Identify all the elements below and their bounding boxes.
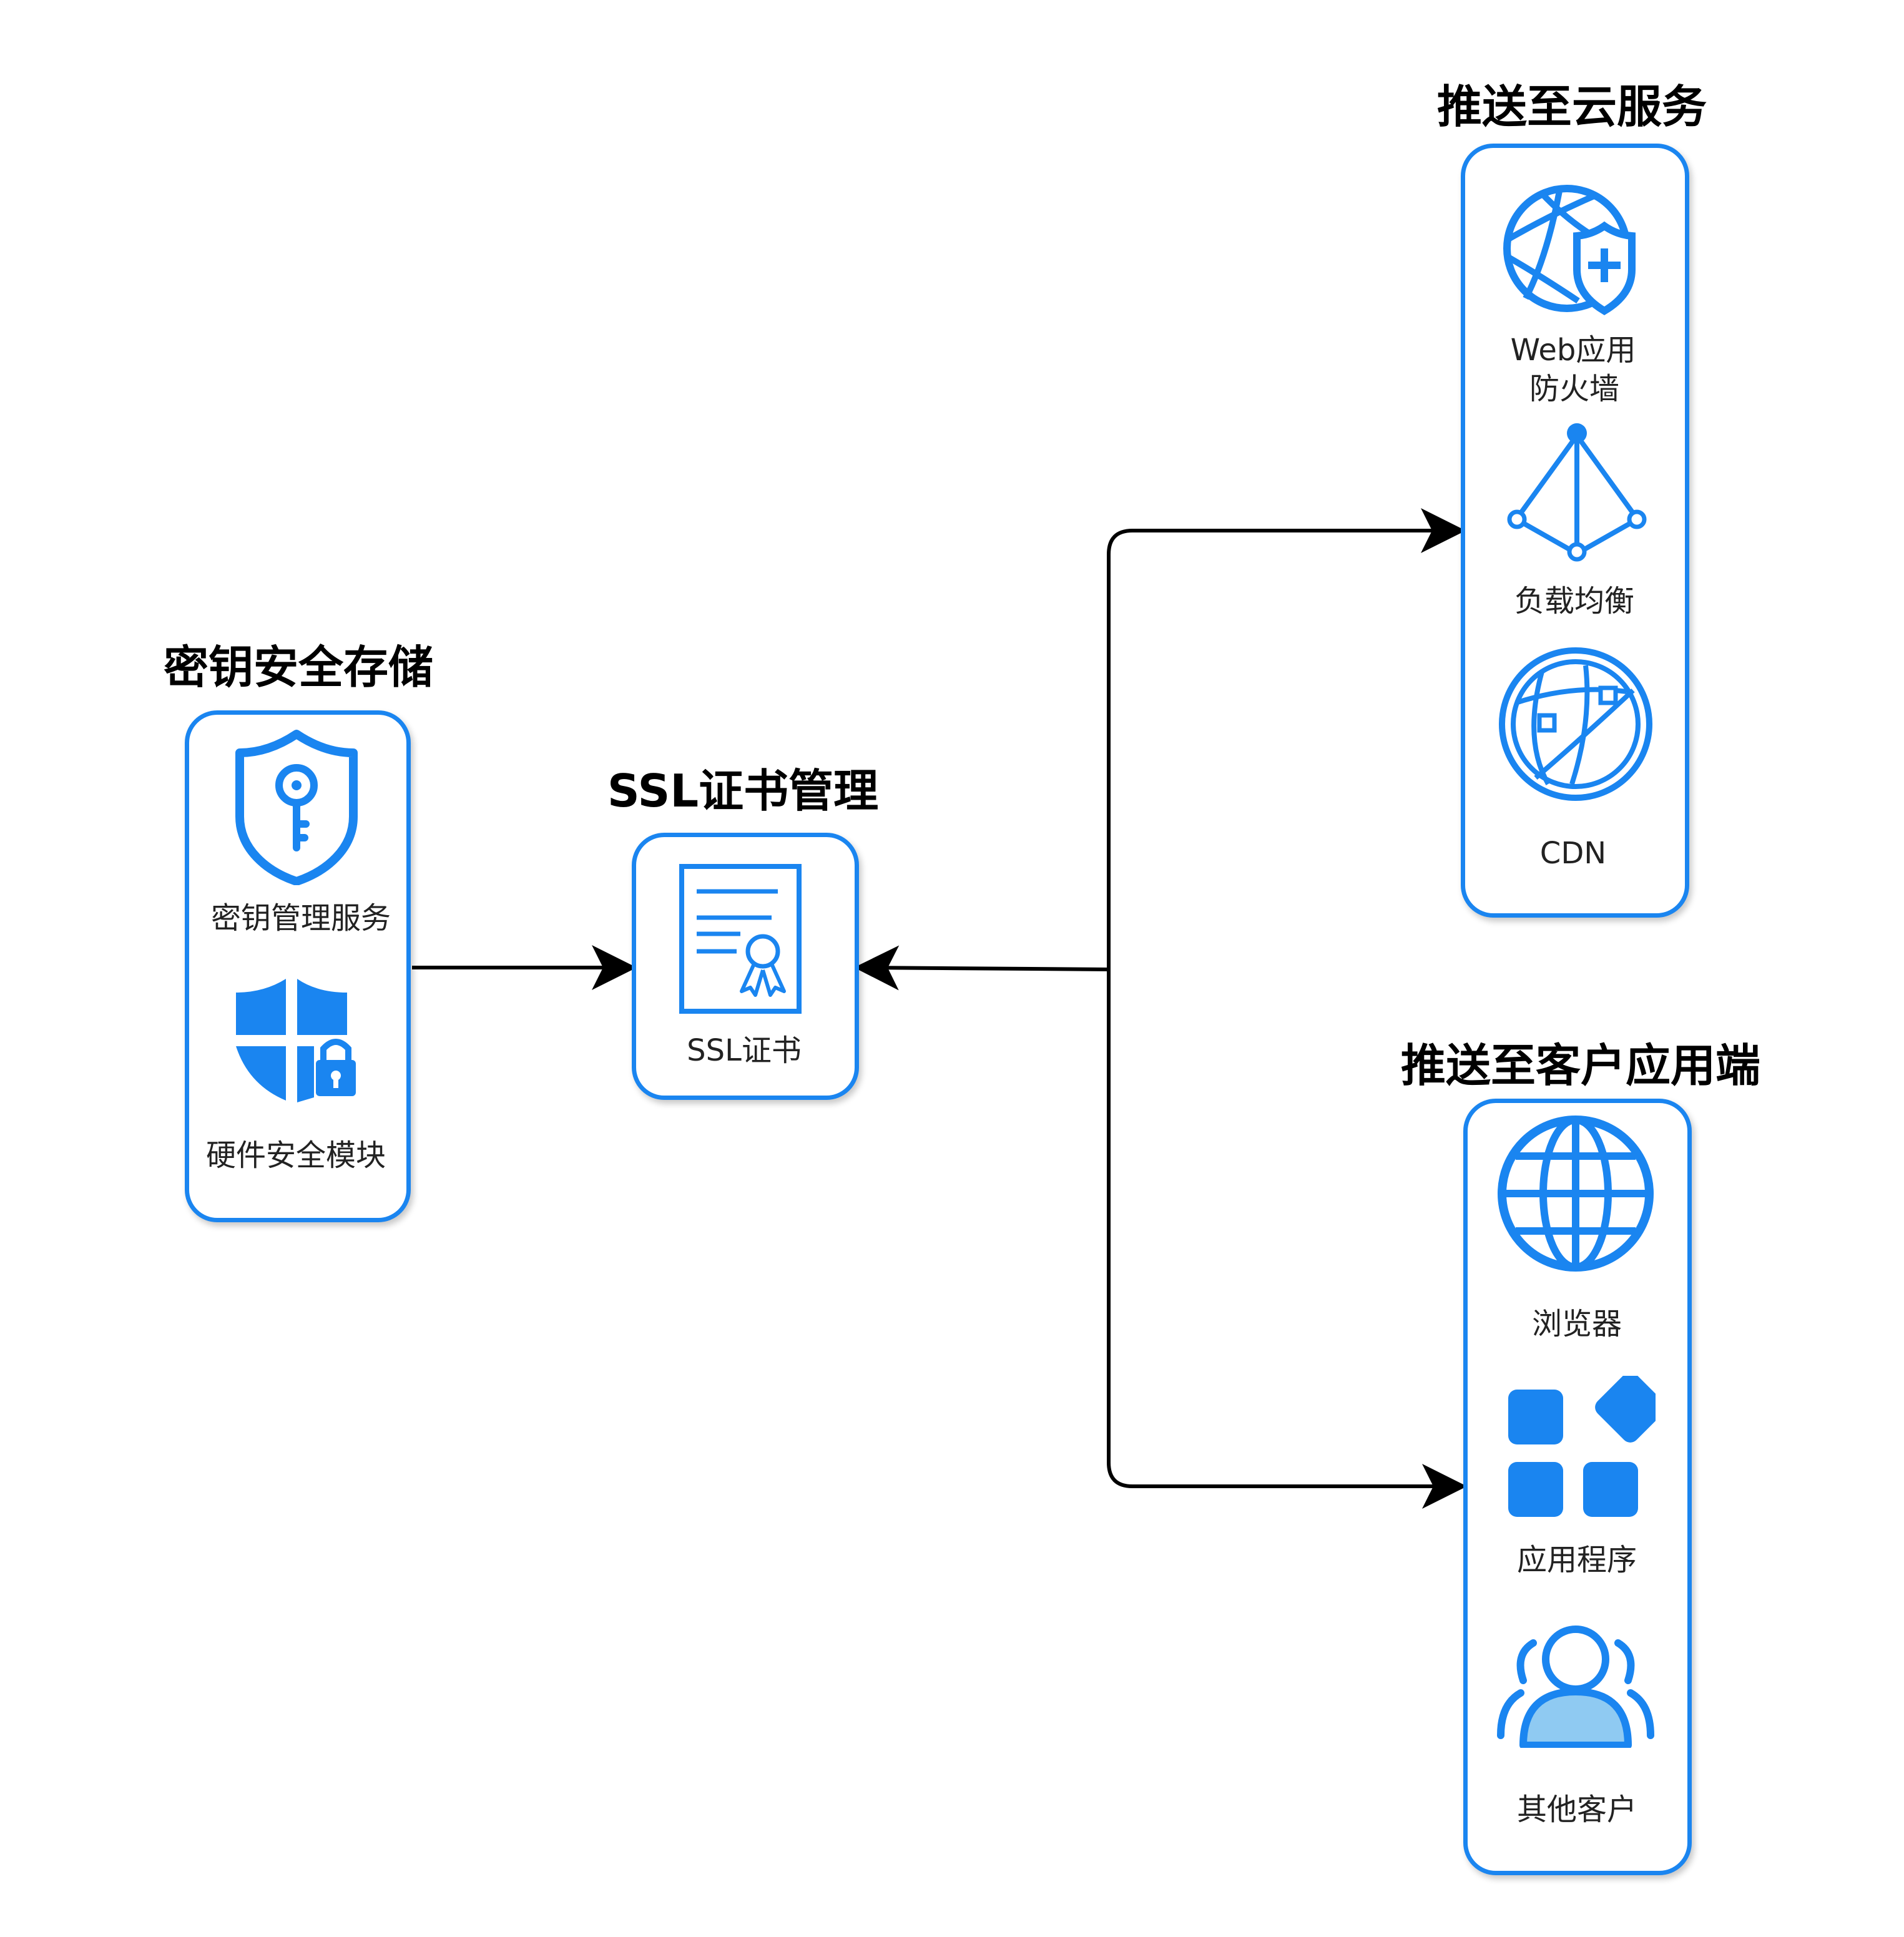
globe-icon	[1498, 1116, 1654, 1272]
cdn-globe-icon	[1499, 647, 1652, 801]
certificate-icon	[679, 864, 802, 1014]
users-icon	[1497, 1626, 1654, 1748]
client-title: 推送至客户应用端	[1400, 1039, 1761, 1092]
waf-label-line2: 防火墙	[1529, 371, 1620, 406]
ssl-panel	[632, 833, 859, 1100]
cloud-title: 推送至云服务	[1436, 81, 1707, 133]
apps-label: 应用程序	[1516, 1542, 1637, 1577]
browser-label: 浏览器	[1531, 1307, 1622, 1341]
arrow-to-client	[1107, 969, 1467, 1509]
kms-label: 密钥管理服务	[210, 901, 391, 936]
load-balancer-icon	[1507, 423, 1647, 562]
key-storage-panel	[185, 710, 411, 1222]
hsm-shield-lock-icon	[236, 979, 356, 1102]
arrow-to-cloud	[1107, 508, 1466, 969]
arrow-dist-to-ssl	[854, 945, 1109, 991]
apps-grid-icon	[1508, 1376, 1656, 1517]
ssl-title: SSL证书管理	[607, 765, 879, 817]
shield-key-icon	[235, 730, 358, 885]
key-storage-title: 密钥安全存储	[163, 641, 434, 694]
ssl-cert-label: SSL证书	[687, 1033, 802, 1068]
lb-label: 负载均衡	[1514, 584, 1635, 619]
other-clients-label: 其他客户	[1516, 1792, 1637, 1827]
waf-label-line1: Web应用	[1510, 333, 1636, 368]
cdn-label: CDN	[1539, 836, 1607, 871]
globe-shield-icon	[1503, 185, 1636, 315]
hsm-label: 硬件安全模块	[205, 1138, 386, 1173]
